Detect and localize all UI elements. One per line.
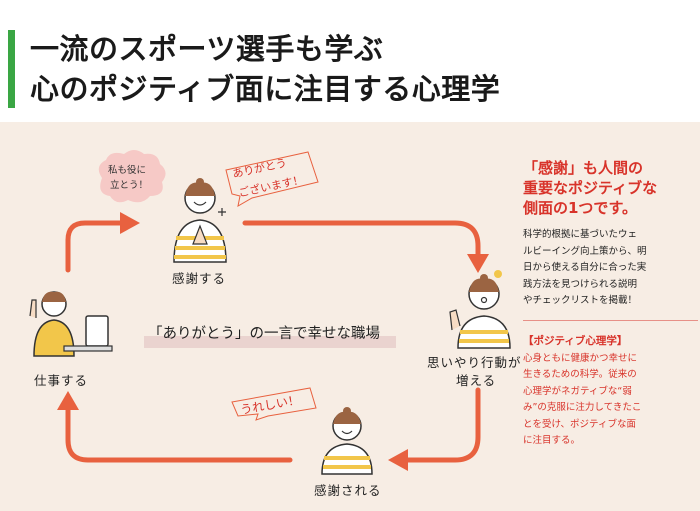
sidebar-body-line: やチェックリストを掲載！ [523, 295, 638, 306]
person-working-icon [29, 291, 113, 357]
center-caption: 「ありがとう」の一言で幸せな職場 [148, 326, 380, 342]
arrow-work-to-thank [65, 220, 125, 273]
sidebar-body2-line: み”の克服に注力してきたこ [523, 402, 642, 413]
sidebar-heading-1: 「感謝」も人間の [523, 159, 644, 177]
node-label-thank: 感謝する [172, 271, 227, 286]
sidebar-body2-line: に注目する。 [523, 435, 581, 446]
sidebar-body-line: 科学的根拠に基づいたウェ [523, 229, 638, 240]
sidebar-body2-line: 心理学がネガティブな“弱 [523, 385, 632, 397]
sidebar-body2-line: 生きるための科学。従来の [523, 369, 637, 380]
sidebar-body: 科学的根拠に基づいたウェ ルビーイング向上策から、明 日から使える自分に合った実… [523, 227, 698, 310]
caption-highlight [144, 336, 396, 348]
arrowhead-up [57, 391, 79, 410]
arrow-kind-to-thanked [405, 387, 481, 463]
sidebar-body2-line: 心身ともに健康かつ幸せに [523, 352, 638, 364]
node-label-kind-1: 思いやり行動が [427, 355, 522, 370]
sidebar-body-line: ルビーイング向上策から、明 [523, 245, 647, 257]
person-thanked-icon [321, 407, 373, 475]
arrowhead-down [467, 254, 489, 273]
speech-top-outline [225, 151, 319, 207]
arrow-thanked-to-work [65, 407, 293, 463]
speech-bottom-outline [231, 387, 317, 421]
title-accent-bar [8, 30, 15, 108]
arrow-thank-to-kind [242, 220, 481, 257]
arrowhead-right [120, 212, 140, 234]
thought-bubble [98, 150, 166, 203]
sidebar-heading-3: 側面の1つです。 [523, 199, 637, 217]
sidebar-heading-2: 重要なポジティブな [523, 179, 658, 197]
bubble-text-1: 私も役に [108, 165, 147, 176]
sidebar-body2: 心身ともに健康かつ幸せに 生きるための科学。従来の 心理学がネガティブな“弱 み… [523, 351, 698, 450]
node-label-work: 仕事する [34, 373, 89, 388]
sidebar-subheading: 【ポジティブ心理学】 [523, 334, 628, 347]
node-label-kind-2: 増える [456, 373, 497, 388]
node-label-thanked: 感謝される [314, 483, 382, 498]
arrowhead-left [388, 449, 408, 471]
person-kind-icon [449, 270, 511, 349]
bubble-text-2: 立とう！ [110, 180, 149, 191]
sidebar-body-line: 践方法を見つけられる説明 [523, 278, 638, 290]
sidebar-divider [523, 319, 698, 321]
page-title-line2: 心のポジティブ面に注目する心理学 [30, 72, 501, 106]
person-thanking-icon [173, 178, 227, 263]
sidebar-body2-line: とを受け、ポジティブな面 [523, 418, 636, 430]
page-title-line1: 一流のスポーツ選手も学ぶ [30, 32, 384, 66]
header: 一流のスポーツ選手も学ぶ 心のポジティブ面に注目する心理学 [0, 0, 700, 122]
sidebar-body-line: 日から使える自分に合った実 [523, 262, 647, 273]
sidebar: 「感謝」も人間の 重要なポジティブな 側面の1つです。 科学的根拠に基づいたウェ… [523, 158, 698, 450]
